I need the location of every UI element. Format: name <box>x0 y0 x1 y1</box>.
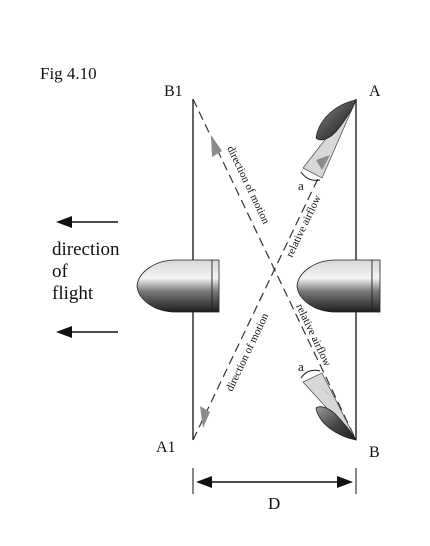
flight-arrow-top-head <box>56 216 72 228</box>
flight-arrow-bottom-head <box>56 326 72 338</box>
blade-section-top <box>315 99 357 141</box>
angle-arc-top <box>300 171 321 181</box>
label-relative-airflow-upper: relative airflow <box>284 193 324 259</box>
label-direction-of-motion-lower: direction of motion <box>224 311 272 393</box>
angle-label-top: a <box>298 178 304 193</box>
figure-label: Fig 4.10 <box>40 64 97 83</box>
point-label-b1: B1 <box>164 83 183 100</box>
direction-of-flight-line-3: flight <box>52 283 94 304</box>
point-label-b: B <box>369 444 380 461</box>
distance-label: D <box>268 494 280 513</box>
arrowhead-motion-down <box>200 406 210 428</box>
point-label-a1: A1 <box>156 439 176 456</box>
spinner-right <box>296 259 373 313</box>
dimension-arrow-left-head <box>196 476 212 488</box>
direction-of-flight-line-1: direction <box>52 239 120 260</box>
direction-of-flight-line-2: of <box>52 261 69 282</box>
spinner-left <box>136 259 213 313</box>
arrowhead-motion-up <box>211 135 222 157</box>
arrowhead-airflow-down <box>320 385 333 399</box>
spinner-left-band <box>211 259 220 313</box>
point-label-a: A <box>369 83 381 100</box>
dimension-arrow-right-head <box>337 476 353 488</box>
angle-label-bottom: a <box>298 359 304 374</box>
blade-section-bottom <box>315 406 357 441</box>
spinner-right-band <box>371 259 381 313</box>
arrowhead-airflow-up <box>316 155 330 170</box>
angle-arc-bottom <box>300 369 321 379</box>
